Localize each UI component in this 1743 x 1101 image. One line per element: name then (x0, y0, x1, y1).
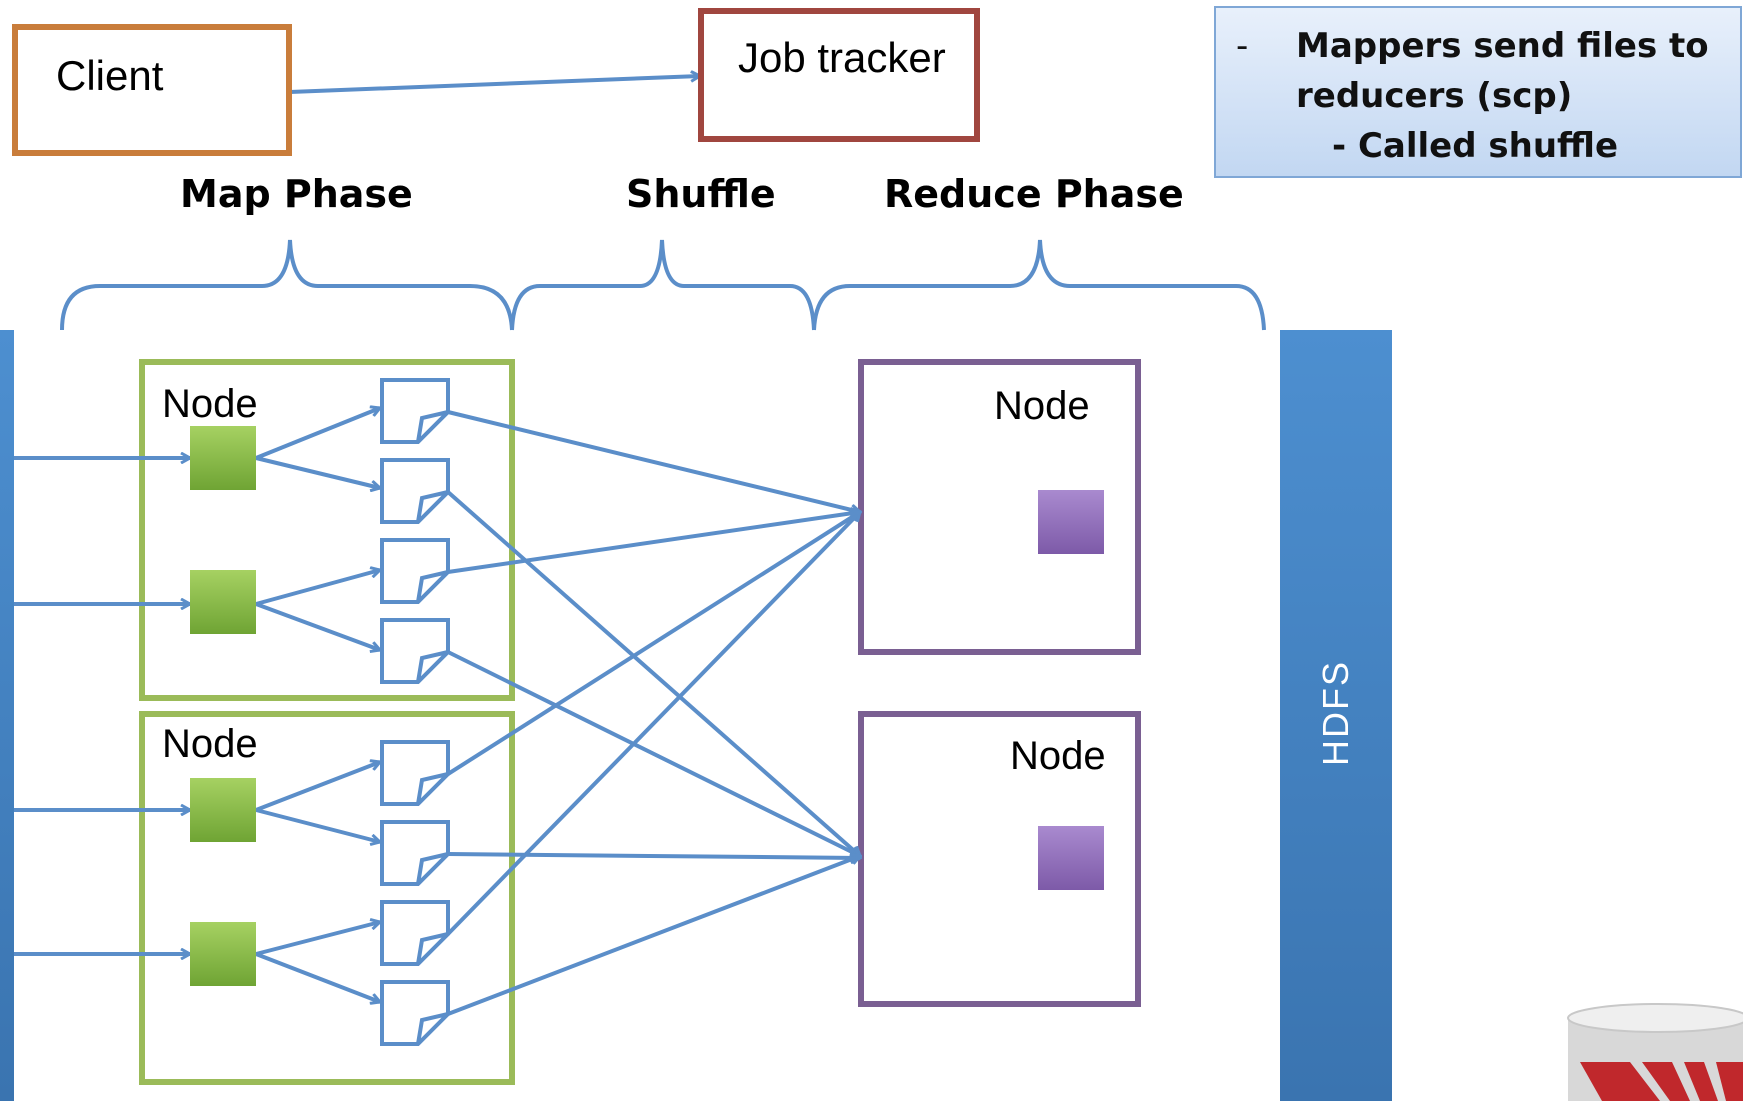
reduce-node-1-label: Node (994, 384, 1090, 428)
file-icon (380, 538, 450, 604)
shuffle-arrows (446, 410, 860, 1016)
map-node-2-label: Node (162, 722, 258, 766)
map-node-1 (139, 359, 515, 701)
note-bullet: - (1236, 26, 1249, 66)
mapper-square (190, 778, 256, 842)
mapper-square (190, 922, 256, 986)
intermediate-file-icons (380, 378, 450, 1046)
client-to-jobtracker-arrow (289, 76, 700, 94)
database-logo-icon (1567, 1003, 1743, 1101)
file-icon (380, 740, 450, 806)
file-icon (380, 458, 450, 524)
mapper-square (190, 426, 256, 490)
job-tracker-box: Job tracker (698, 8, 980, 142)
mapper-square (190, 570, 256, 634)
shuffle-label: Shuffle (626, 172, 776, 216)
shuffle-note: - Mappers send files to reducers (scp) -… (1214, 6, 1742, 178)
note-line-1: Mappers send files to (1296, 26, 1709, 66)
job-tracker-label: Job tracker (738, 34, 946, 81)
reduce-node-2-label: Node (1010, 734, 1106, 778)
file-icon (380, 900, 450, 966)
client-box: Client (12, 24, 292, 156)
client-label: Client (56, 52, 164, 99)
reducer-square (1038, 490, 1104, 554)
note-line-2: reducers (scp) (1296, 76, 1573, 116)
mapper-to-file-arrows (255, 408, 380, 1002)
map-node-1-label: Node (162, 382, 258, 426)
file-icon (380, 980, 450, 1046)
reduce-phase-label: Reduce Phase (884, 172, 1184, 216)
file-icon (380, 820, 450, 886)
hdfs-bar (1280, 330, 1392, 1101)
shuffle-brace (510, 239, 816, 331)
file-icon (380, 378, 450, 444)
reducer-square (1038, 826, 1104, 890)
reduce-phase-brace (812, 239, 1266, 331)
file-icon (380, 618, 450, 684)
map-node-2 (139, 711, 515, 1085)
hdfs-label: HDFS (1315, 660, 1356, 766)
map-phase-brace (60, 239, 514, 331)
map-phase-label: Map Phase (180, 172, 413, 216)
note-line-3: - Called shuffle (1332, 126, 1619, 166)
input-hdfs-bar (0, 330, 14, 1101)
